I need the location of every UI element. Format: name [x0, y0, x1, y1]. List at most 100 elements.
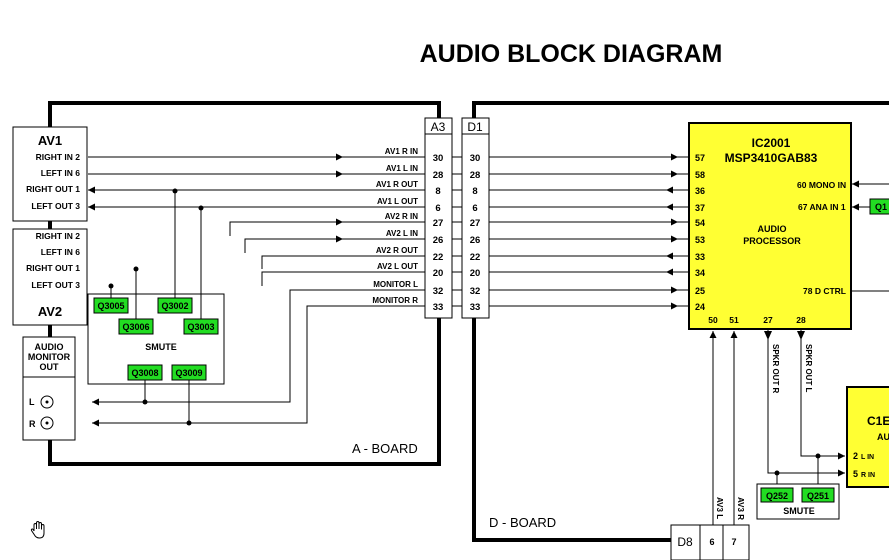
signal-label: AV1 L OUT — [377, 197, 418, 206]
connector-d1-pin: 30 — [470, 153, 481, 164]
av2-pin-label: RIGHT IN 2 — [36, 231, 81, 241]
av2-title: AV2 — [38, 304, 62, 319]
connector-d1-pin: 26 — [470, 235, 481, 246]
ic2001-left-pin: 24 — [695, 302, 705, 312]
av1-pin-label: RIGHT IN 2 — [36, 152, 81, 162]
av3-l-label: AV3 L — [715, 497, 724, 519]
dot-5 — [142, 399, 148, 405]
av1-box — [12, 126, 88, 222]
a-board-outline — [48, 101, 441, 466]
connector-a3-pin: 26 — [433, 235, 444, 246]
dot-1 — [172, 188, 178, 194]
ic2001-desc-2: PROCESSOR — [743, 236, 801, 246]
q252-label: Q252 — [766, 491, 788, 501]
d-board-outline — [472, 101, 889, 542]
ic2001-pin-27: 27 — [763, 315, 773, 325]
av3-r-label: AV3 R — [736, 497, 745, 520]
ic2001-left-pin: 25 — [695, 286, 705, 296]
connector-a3-pin: 28 — [433, 170, 444, 181]
signal-wire-a — [261, 271, 343, 286]
hand-cursor-icon — [30, 520, 45, 539]
connector-a3-pin: 8 — [435, 186, 440, 197]
monitor-out-r-label: R — [29, 419, 36, 429]
d-board-label: D - BOARD — [489, 515, 556, 530]
q3005-label: Q3005 — [97, 301, 124, 311]
ic2001-part: MSP3410GAB83 — [725, 151, 818, 165]
ic2001-left-pin: 58 — [695, 170, 705, 180]
q-partial-tag: Q1 — [869, 198, 889, 215]
q3009-label: Q3009 — [175, 368, 202, 378]
signal-label: AV2 R IN — [385, 212, 418, 221]
av2-pin-label: LEFT IN 6 — [41, 247, 80, 257]
connector-a3-pin: 22 — [433, 252, 444, 263]
c1e-pin-r-num: 5 — [853, 469, 858, 479]
spkr-out-l-wire — [800, 329, 845, 460]
ic2001-left-pin: 36 — [695, 186, 705, 196]
ic2001-name: IC2001 — [752, 136, 791, 150]
dot-3 — [133, 266, 139, 272]
connector-d1-pin: 28 — [470, 170, 481, 181]
smute-wiring — [110, 191, 202, 423]
signal-label: AV2 L OUT — [377, 262, 418, 271]
connector-a3-pin: 30 — [433, 153, 444, 164]
connector-d1-pin: 6 — [472, 203, 477, 214]
q3003-label: Q3003 — [187, 322, 214, 332]
connector-d1-pin: 20 — [470, 268, 481, 279]
ic2001-left-pin: 33 — [695, 252, 705, 262]
monitor-out-title-2: MONITOR — [28, 352, 71, 362]
av1-pin-label: LEFT IN 6 — [41, 168, 80, 178]
connector-d1-label: D1 — [467, 120, 483, 134]
smute-d-label: SMUTE — [783, 506, 815, 516]
signal-label: AV2 R OUT — [376, 246, 418, 255]
connector-a3-pin: 32 — [433, 286, 444, 297]
ic2001-d-ctrl: 78 D CTRL — [803, 286, 846, 296]
q3002-tag: Q3002 — [157, 297, 193, 314]
connector-a3-pin: 33 — [433, 302, 444, 313]
q3008-tag: Q3008 — [127, 364, 163, 381]
ic2001-left-pin: 34 — [695, 268, 705, 278]
dot-q252 — [774, 470, 780, 476]
av1-pin-label: LEFT OUT 3 — [31, 201, 80, 211]
signal-wire-a — [229, 218, 343, 236]
connector-a3 — [424, 117, 453, 319]
ic2001-pin-28: 28 — [796, 315, 806, 325]
signal-label: AV1 R IN — [385, 147, 418, 156]
connector-d1-pin: 33 — [470, 302, 481, 313]
connector-d1-pin: 22 — [470, 252, 481, 263]
monitor-out-l-label: L — [29, 397, 35, 407]
dot-6 — [186, 420, 192, 426]
connector-a3-pin: 27 — [433, 218, 444, 229]
av2-pin-label: RIGHT OUT 1 — [26, 263, 80, 273]
q252-tag: Q252 — [760, 487, 794, 503]
connector-d1 — [461, 117, 490, 319]
signal-label: AV1 R OUT — [376, 180, 418, 189]
connector-d1-pin: 32 — [470, 286, 481, 297]
connector-d1-pin: 8 — [472, 186, 477, 197]
ic2001-pin-51: 51 — [729, 315, 739, 325]
q3002-label: Q3002 — [161, 301, 188, 311]
spkr-out-r-label: SPKR OUT R — [771, 344, 780, 394]
jack-r-center — [45, 421, 49, 425]
connector-a3-label: A3 — [431, 120, 446, 134]
c1e-pin-l-num: 2 — [853, 451, 858, 461]
ic2001-box — [688, 122, 852, 330]
signal-label: AV2 L IN — [386, 229, 418, 238]
q3003-tag: Q3003 — [183, 318, 219, 335]
monitor-out-title-3: OUT — [40, 362, 60, 372]
q3005-tag: Q3005 — [93, 297, 129, 314]
ic2001-desc-1: AUDIO — [758, 224, 787, 234]
connector-d8-pin-7: 7 — [731, 537, 736, 547]
signal-label: MONITOR L — [373, 280, 418, 289]
av2-box — [12, 228, 88, 326]
signal-label: MONITOR R — [372, 296, 418, 305]
ic2001-ana-in: 67 ANA IN 1 — [798, 202, 846, 212]
c1e-sub: AU — [877, 432, 889, 442]
q3006-tag: Q3006 — [118, 318, 154, 335]
spkr-out-l-label: SPKR OUT L — [804, 344, 813, 393]
av1-title: AV1 — [38, 133, 62, 148]
